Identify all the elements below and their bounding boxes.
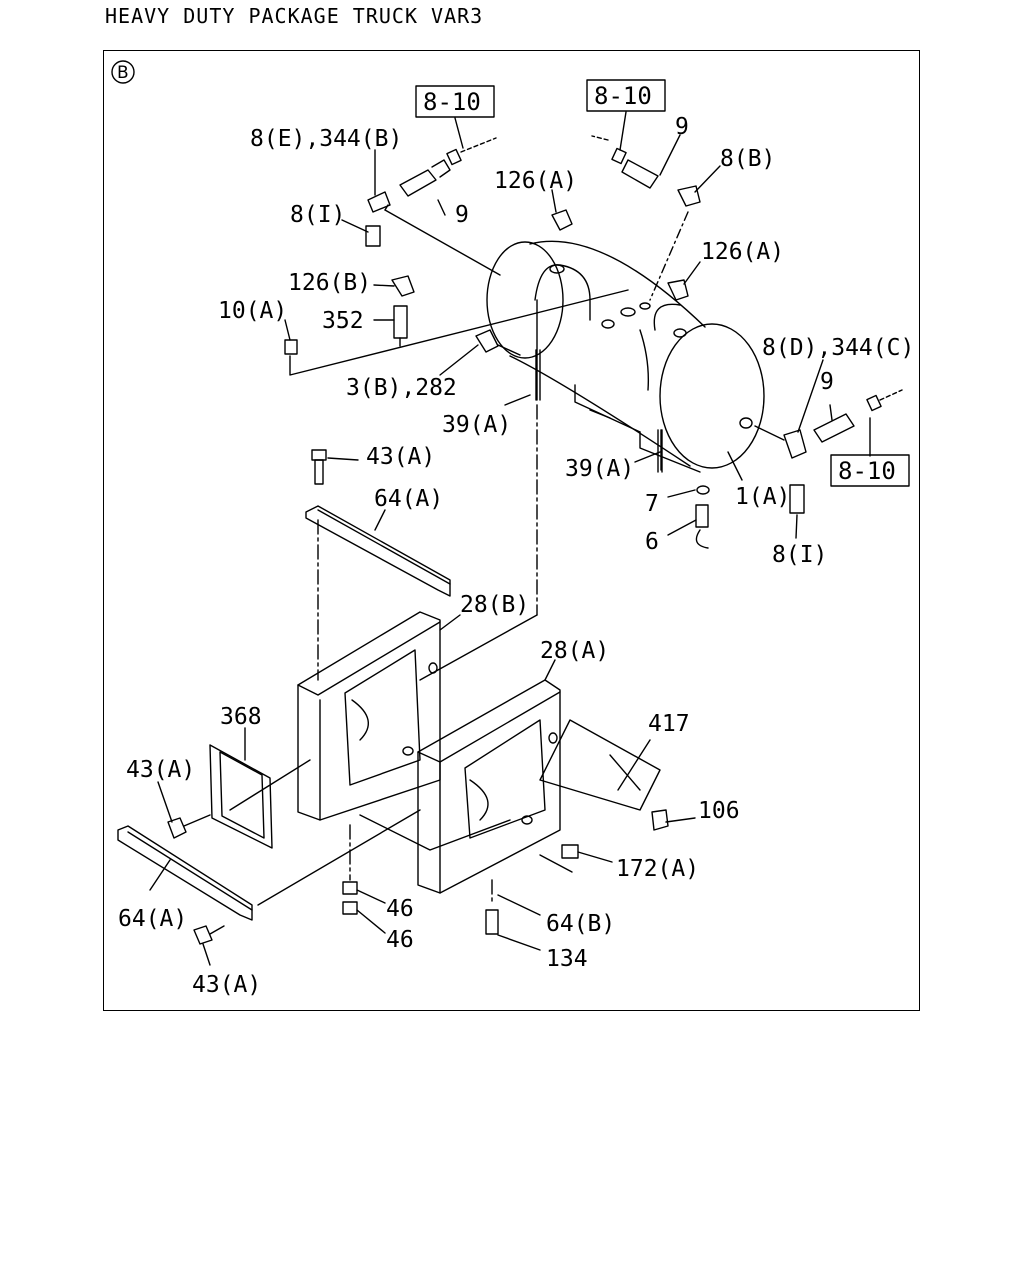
callout: 43(A) [192,972,261,998]
fasteners [167,759,669,945]
callout: 172(A) [616,856,699,882]
reference-box-3[interactable]: 8-10 [830,454,910,487]
callout: 43(A) [126,757,195,783]
callout: 3(B),282 [346,375,457,401]
callout: 28(A) [540,638,609,664]
callout: 39(A) [565,456,634,482]
callout: 43(A) [366,444,435,470]
callout: 9 [455,202,469,228]
callout: 8(E),344(B) [250,126,402,152]
callout: 6 [645,529,659,555]
callout: 46 [386,896,414,922]
leader-lines [149,111,871,966]
callout: 106 [698,798,740,824]
hose-lines [289,135,903,441]
section-marker: B [111,60,135,84]
bolt-upper [311,449,327,485]
phantom-link [419,614,538,681]
air-tank [486,240,765,473]
callout: 126(A) [701,239,784,265]
diagram-frame [103,50,920,1011]
callout: 39(A) [442,412,511,438]
callout: 8(B) [720,146,775,172]
callout: 7 [645,491,659,517]
plate-417 [539,719,661,811]
callout: 126(A) [494,168,577,194]
channel-lower [117,825,253,921]
channel-upper [305,505,451,597]
svg-text:8-10: 8-10 [594,82,652,110]
callout: 46 [386,927,414,953]
callout: 126(B) [288,270,371,296]
reference-box-2[interactable]: 8-10 [586,79,666,112]
strap-rods [535,349,663,473]
reference-box-1[interactable]: 8-10 [415,85,495,118]
callout: 10(A) [218,298,287,324]
callout: 368 [220,704,262,730]
callout: 8(D),344(C) [762,335,914,361]
callout-labels: 8(E),344(B) 9 8(I) 126(B) 352 10(A) 3(B)… [118,114,914,998]
callout: 8(I) [772,542,827,568]
fittings [284,147,882,549]
page-title: HEAVY DUTY PACKAGE TRUCK VAR3 [105,4,484,28]
callout: 64(A) [374,486,443,512]
callout: 134 [546,946,588,972]
svg-text:8-10: 8-10 [838,457,896,485]
callout: 8(I) [290,202,345,228]
phantom-lines [317,404,538,906]
callout: 1(A) [735,484,790,510]
callout: 64(B) [546,911,615,937]
callout: 352 [322,308,364,334]
callout: 417 [648,711,690,737]
callout: 9 [820,369,834,395]
callout: 28(B) [460,592,529,618]
bracket-28a [359,679,561,894]
svg-text:B: B [117,63,129,83]
callout: 9 [675,114,689,140]
svg-text:8-10: 8-10 [423,88,481,116]
callout: 64(A) [118,906,187,932]
plate-368 [209,744,273,849]
